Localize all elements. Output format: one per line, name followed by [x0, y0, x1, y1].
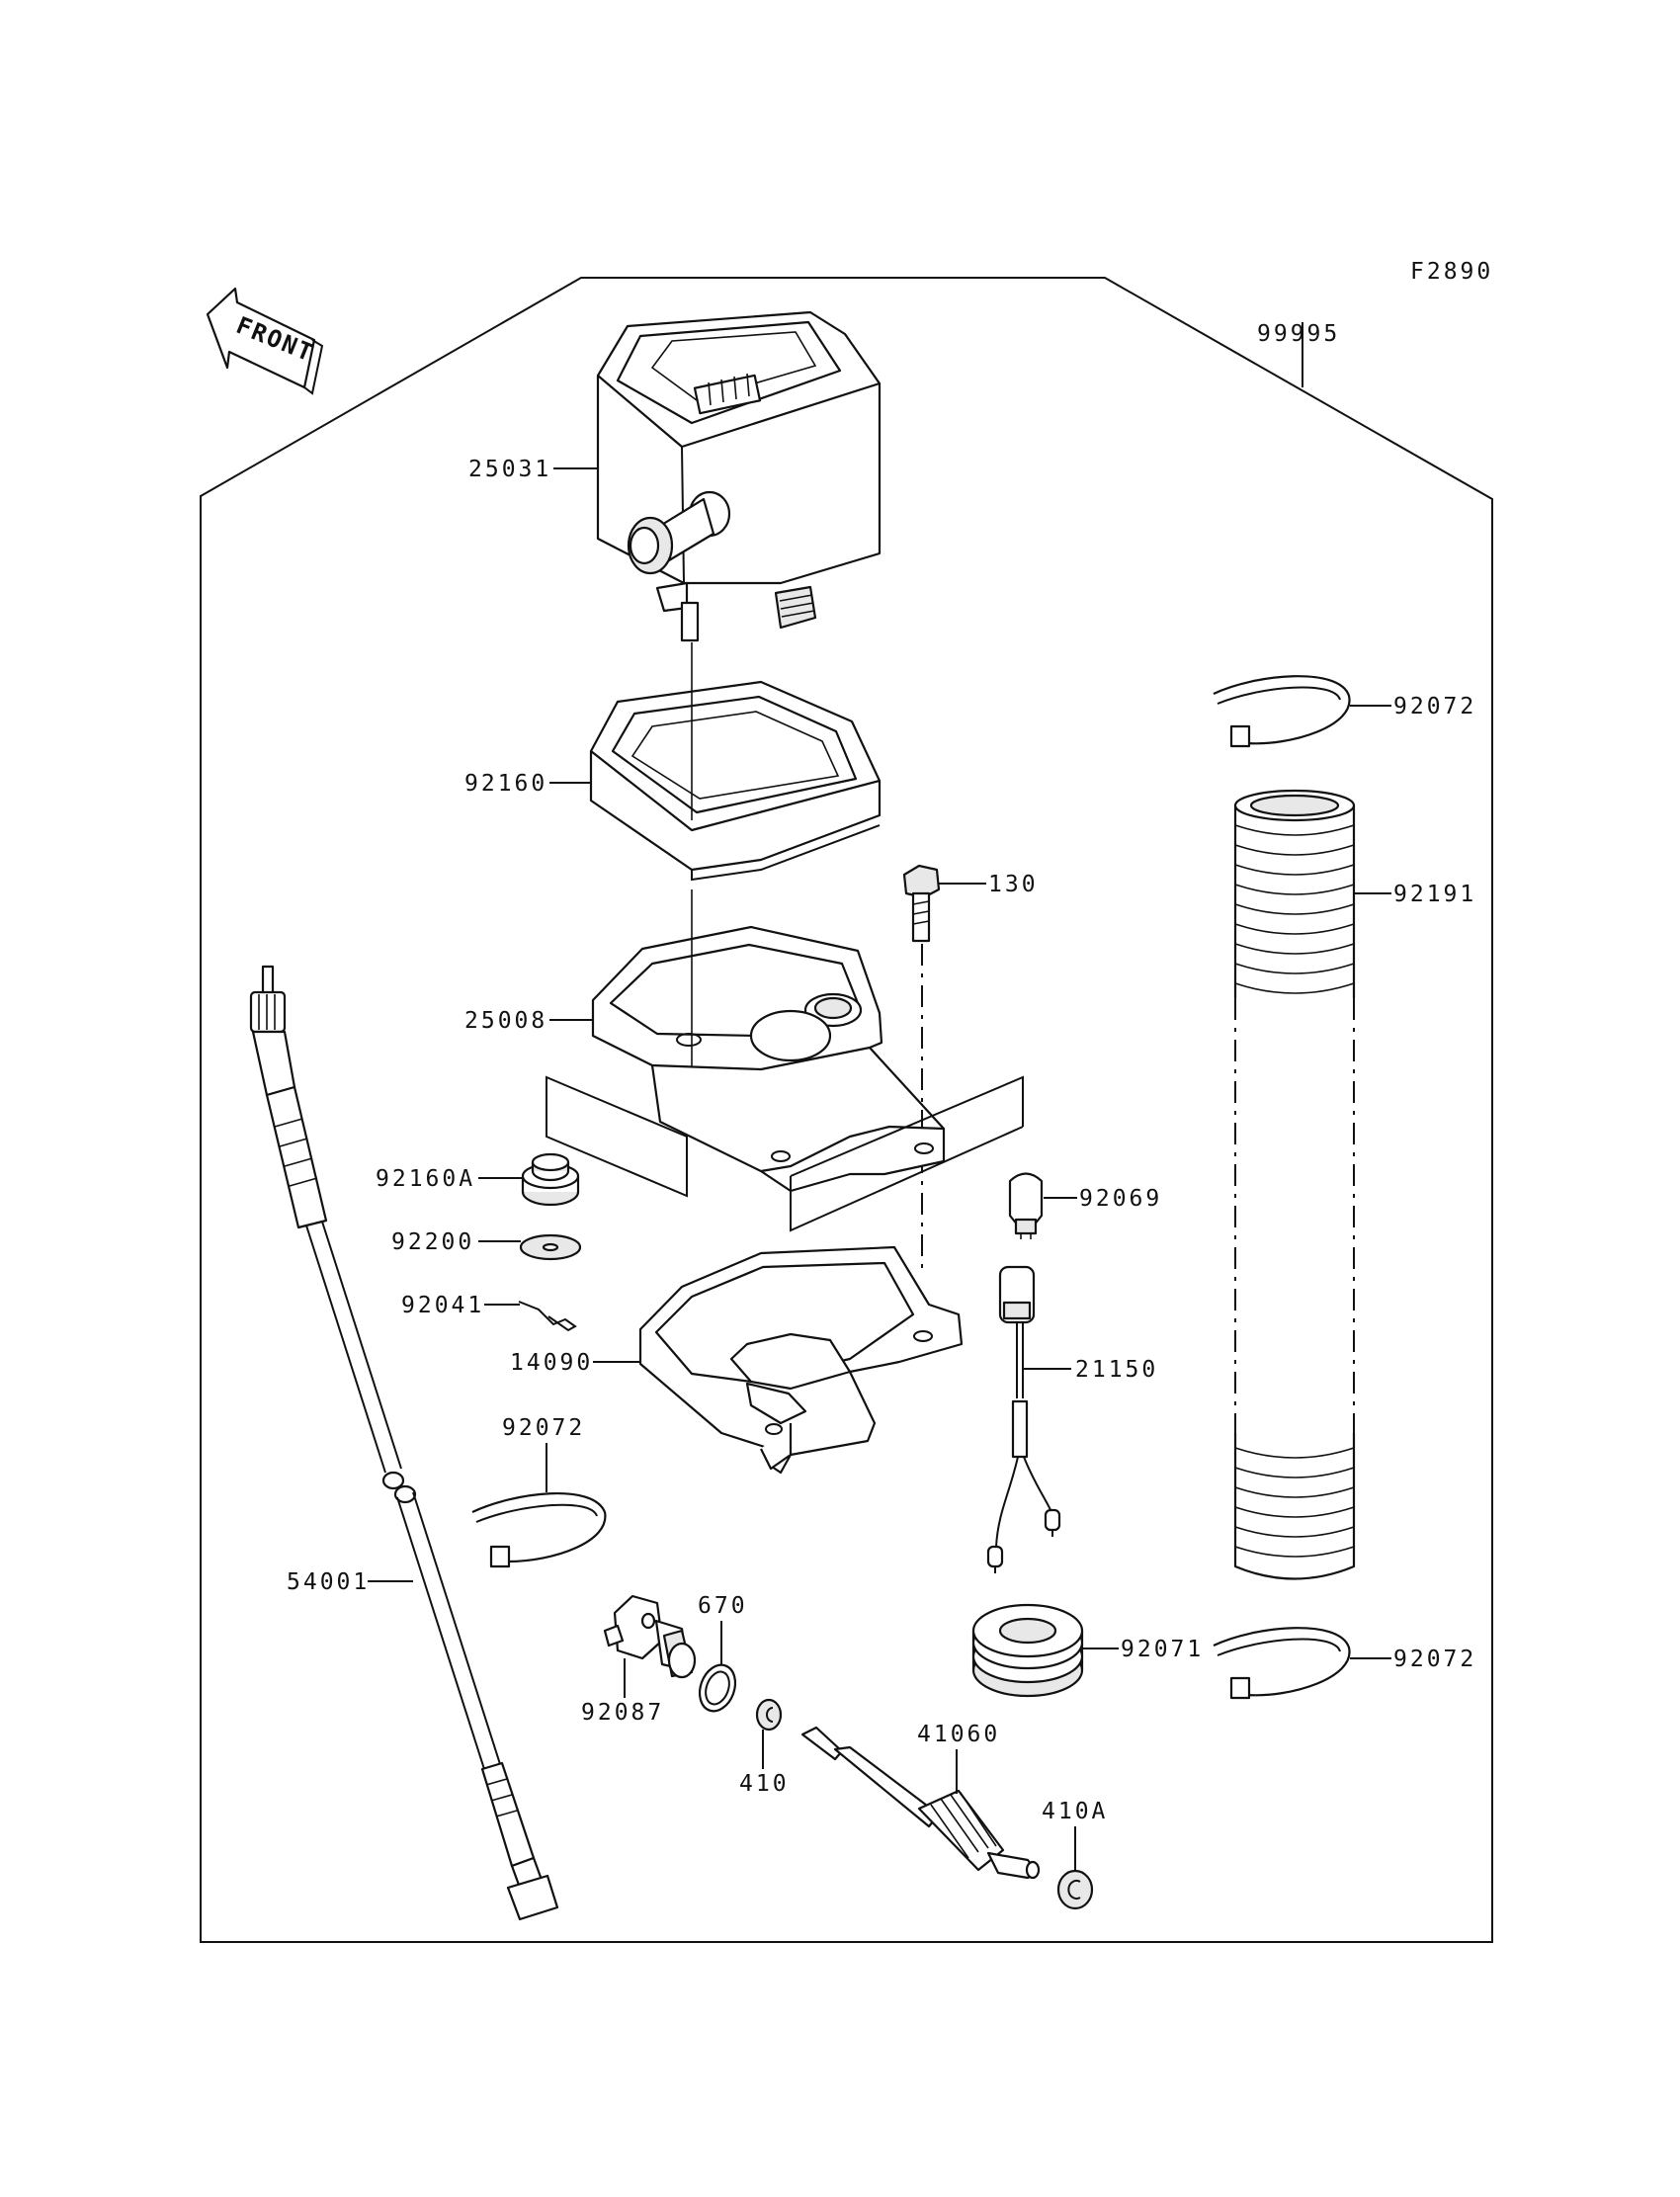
label-54001: 54001	[287, 1569, 370, 1595]
front-arrow-icon: FRONT	[206, 287, 324, 395]
label-92200: 92200	[391, 1229, 474, 1255]
label-92072-bottom: 92072	[1393, 1647, 1476, 1672]
label-92160: 92160	[464, 771, 547, 797]
bolt-130	[902, 864, 941, 943]
label-41060: 41060	[917, 1722, 1000, 1747]
speedometer-cable-54001	[249, 965, 559, 1921]
label-92160A: 92160A	[376, 1166, 475, 1192]
o-ring-670	[698, 1663, 737, 1713]
label-92072-left: 92072	[502, 1415, 585, 1441]
bellows-92191	[1229, 789, 1360, 1580]
socket-21150	[986, 1265, 1061, 1573]
bracket-14090	[638, 1245, 964, 1475]
figure-code: F2890	[1410, 259, 1493, 285]
label-25031: 25031	[468, 457, 551, 482]
label-92041: 92041	[401, 1293, 484, 1318]
clip-92041	[518, 1301, 577, 1332]
housing-92087	[603, 1594, 697, 1679]
gear-41060	[800, 1726, 1041, 1880]
kit-boundary	[200, 277, 1493, 1943]
label-92069: 92069	[1079, 1186, 1162, 1212]
label-25008: 25008	[464, 1008, 547, 1034]
cushion-92160	[589, 642, 882, 882]
label-92087: 92087	[581, 1700, 664, 1726]
label-130: 130	[988, 872, 1039, 897]
circlip-410	[755, 1698, 783, 1732]
band-92072-left	[471, 1491, 607, 1568]
label-99995: 99995	[1257, 321, 1340, 347]
bulb-92069	[1008, 1172, 1044, 1239]
label-92072-top: 92072	[1393, 694, 1476, 719]
label-92071: 92071	[1121, 1637, 1204, 1662]
speedometer-assembly	[596, 310, 882, 642]
case-25008	[591, 925, 946, 1193]
grommet-92160A	[521, 1152, 580, 1207]
damper-92071	[971, 1603, 1084, 1698]
band-92072-top	[1213, 675, 1351, 748]
label-410A: 410A	[1042, 1799, 1108, 1824]
label-410: 410	[739, 1771, 790, 1797]
label-92191: 92191	[1393, 882, 1476, 907]
label-14090: 14090	[510, 1350, 593, 1376]
circlip-410A	[1056, 1869, 1094, 1910]
band-92072-bottom	[1213, 1627, 1351, 1700]
label-670: 670	[698, 1593, 748, 1619]
label-21150: 21150	[1075, 1357, 1158, 1383]
